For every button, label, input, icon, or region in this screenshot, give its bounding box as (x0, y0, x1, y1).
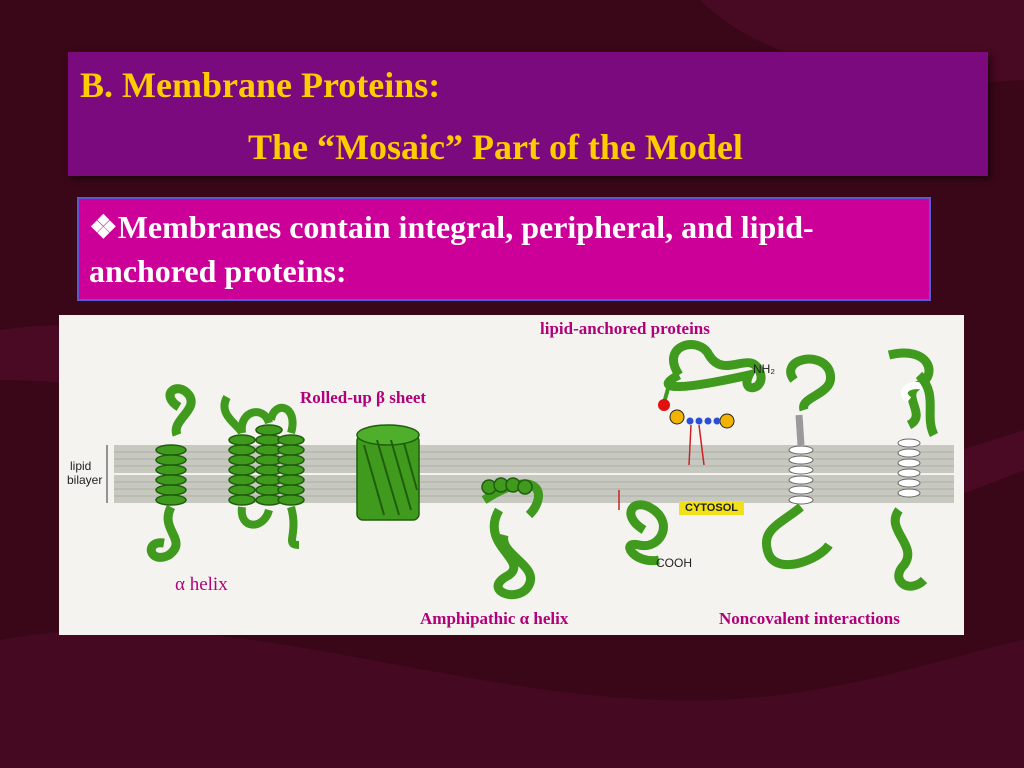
label-lipid: lipid (70, 459, 92, 473)
label-nh2: NH₂ (753, 362, 775, 376)
title-box: B. Membrane Proteins: The “Mosaic” Part … (68, 52, 988, 176)
amphipathic-helix-protein (481, 477, 543, 599)
label-cytosol: CYTOSOL (679, 501, 744, 515)
slide-subtitle: The “Mosaic” Part of the Model (248, 127, 743, 167)
membrane-protein-figure: lipid-anchored proteins Rolled-up β shee… (59, 315, 964, 635)
membrane-diagram (106, 340, 954, 599)
label-cooh: COOH (656, 556, 692, 570)
lipid-anchored-protein (618, 340, 766, 566)
bullet-symbol-icon: ❖ (89, 209, 118, 245)
noncovalent-interaction-proteins (761, 348, 939, 591)
bullet-text: Membranes contain integral, peripheral, … (89, 209, 814, 289)
label-alpha-helix: α helix (175, 574, 228, 595)
single-pass-alpha-helix-protein (146, 384, 196, 562)
label-lipid-anchored-proteins: lipid-anchored proteins (540, 319, 710, 338)
label-rolled-up-beta-sheet: Rolled-up β sheet (300, 388, 427, 407)
multi-pass-alpha-helix-protein (220, 395, 305, 549)
bullet-point: ❖Membranes contain integral, peripheral,… (89, 205, 919, 293)
label-amphipathic-alpha-helix: Amphipathic α helix (420, 609, 569, 628)
beta-barrel-protein (356, 424, 420, 521)
label-noncovalent-interactions: Noncovalent interactions (719, 609, 900, 628)
label-bilayer: bilayer (67, 473, 103, 487)
bullet-box: ❖Membranes contain integral, peripheral,… (77, 197, 931, 301)
slide-title: B. Membrane Proteins: (80, 65, 441, 105)
